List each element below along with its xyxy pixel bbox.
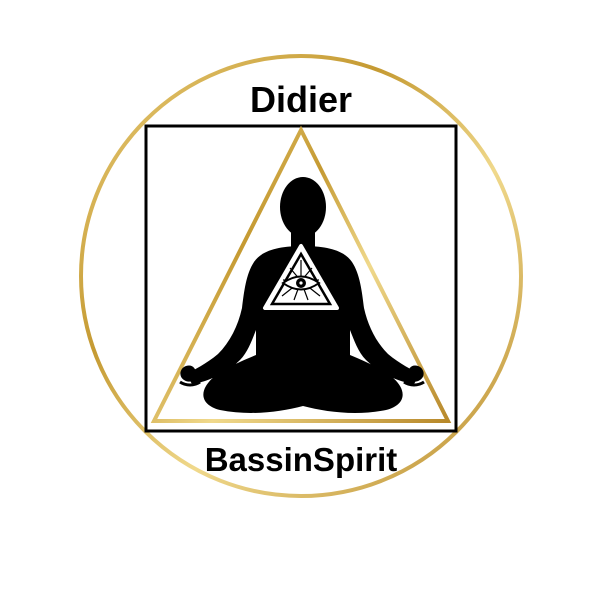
outer-circle — [79, 54, 523, 498]
logo-title-bottom: BassinSpirit — [205, 441, 398, 478]
outer-triangle — [150, 125, 452, 423]
all-seeing-eye-icon — [263, 244, 339, 310]
meditating-figure-icon — [179, 177, 425, 413]
logo-title-top: Didier — [250, 79, 352, 120]
